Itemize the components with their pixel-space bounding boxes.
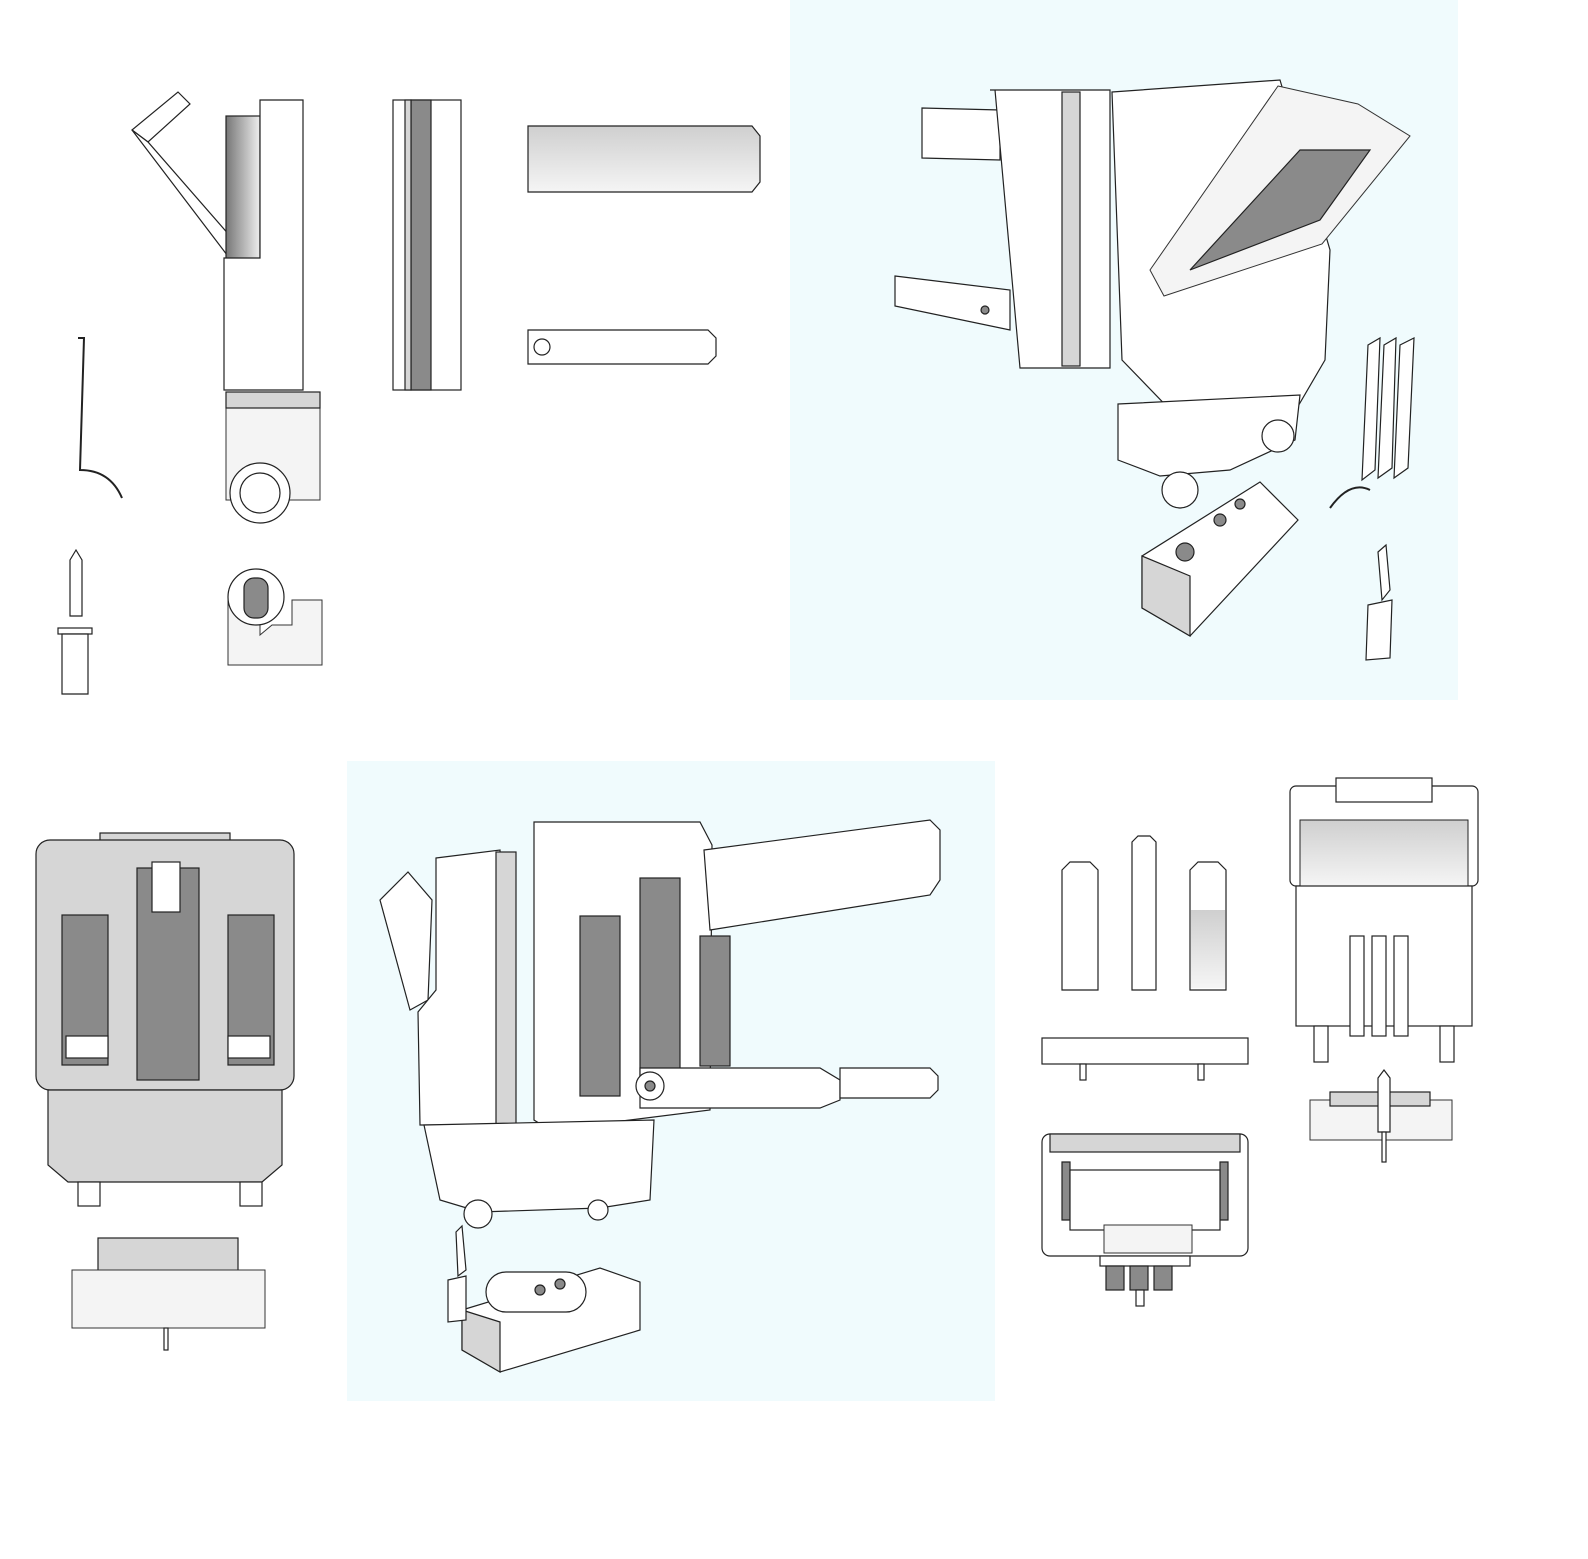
assembled-adapter-perspective-top (894, 79, 1411, 509)
fuse-holder-perspective-bottom (447, 1224, 641, 1374)
pin-perspective-top (1365, 543, 1393, 661)
pin-side (57, 548, 93, 695)
spring-clip-side (78, 337, 123, 499)
fuse-holder-perspective-top (1141, 481, 1299, 638)
live-pin-top-view (527, 329, 717, 365)
adapter-top-view (1289, 777, 1479, 1163)
pins-top-view (1061, 835, 1227, 991)
fuse-holder-end-view (227, 568, 323, 666)
body-side-view (392, 99, 462, 391)
assembled-adapter-perspective-bottom (379, 819, 941, 1229)
hinged-cover-side-view (131, 91, 321, 524)
adapter-front-view (35, 832, 295, 1351)
shutter-springs-perspective (1329, 336, 1415, 509)
cover-bar-top-view (1041, 1037, 1249, 1081)
base-bottom-view (1041, 1133, 1249, 1307)
earth-pin-top-view (527, 125, 761, 193)
